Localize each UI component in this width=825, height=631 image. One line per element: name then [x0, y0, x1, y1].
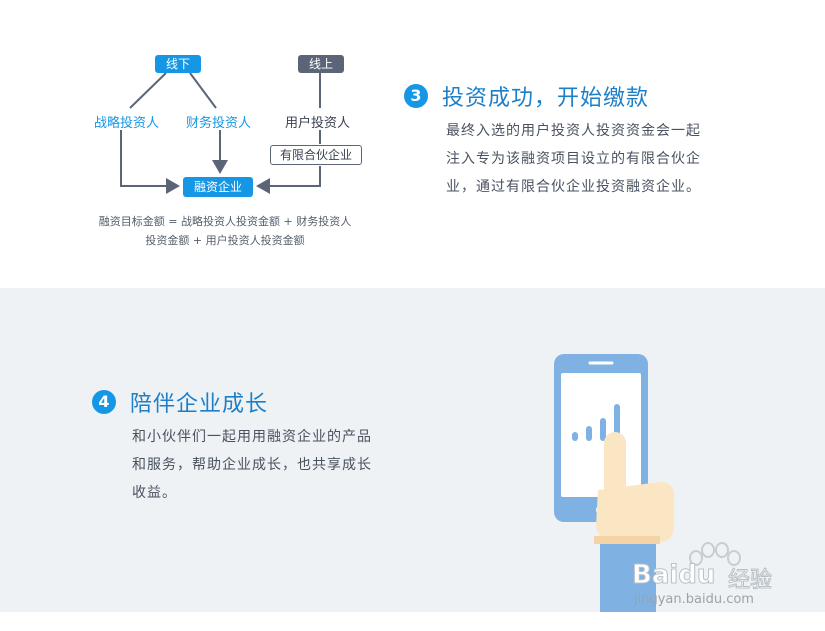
step3-heading: 3 投资成功，开始缴款: [404, 80, 649, 112]
sleeve-shape: [600, 540, 656, 612]
hand-palm: [596, 482, 674, 542]
signal-bar-4: [614, 404, 620, 441]
financing-company-box: 融资企业: [183, 177, 253, 197]
connector-strategic-company: [120, 130, 180, 194]
step4-description: 和小伙伴们一起用用融资企业的产品 和服务，帮助企业成长，也共享成长 收益。: [132, 423, 372, 507]
step4-number-badge: 4: [92, 390, 116, 414]
bottom-section: [0, 288, 825, 612]
connector-offline-strategic: [129, 72, 167, 109]
signal-bar-3: [600, 418, 606, 441]
step3-desc-line: 注入专为该融资项目设立的有限合伙企: [446, 151, 701, 167]
step3-description: 最终入选的用户投资人投资资金会一起 注入专为该融资项目设立的有限合伙企 业，通过…: [446, 117, 701, 201]
paw-logo-icon: [689, 542, 741, 566]
limited-partnership-box: 有限合伙企业: [270, 145, 362, 165]
bottom-strip: [0, 612, 825, 631]
step4-heading: 4 陪伴企业成长: [92, 386, 268, 418]
formula-line-2: 投资金额 + 用户投资人投资金额: [145, 234, 305, 247]
funding-formula: 融资目标金额 = 战略投资人投资金额 + 财务投资人 投资金额 + 用户投资人投…: [80, 212, 370, 250]
investment-flow-diagram: 线下 线上 战略投资人 财务投资人 用户投资人 有限合伙企业 融资企业 融资目标…: [0, 0, 420, 288]
signal-bar-1: [572, 432, 578, 441]
formula-line-1: 融资目标金额 = 战略投资人投资金额 + 财务投资人: [98, 215, 352, 228]
user-investor-label: 用户投资人: [285, 116, 351, 131]
step3-title: 投资成功，开始缴款: [442, 86, 650, 111]
step4-desc-line: 和服务，帮助企业成长，也共享成长: [132, 457, 372, 473]
step3-desc-line: 业，通过有限合伙企业投资融资企业。: [446, 179, 701, 195]
hand-cuff: [594, 536, 660, 544]
offline-badge: 线下: [155, 55, 201, 73]
top-section: [0, 0, 825, 288]
step4-title: 陪伴企业成长: [130, 392, 269, 417]
connector-partnership-company: [256, 166, 321, 194]
flow-connectors: [120, 72, 321, 194]
strategic-investor-label: 战略投资人: [94, 116, 160, 131]
watermark-suffix: 经验: [727, 568, 773, 594]
watermark-brand: Baidu: [631, 560, 716, 591]
watermark-url: jingyan.baidu.com: [634, 592, 754, 607]
step3-desc-line: 最终入选的用户投资人投资资金会一起: [446, 123, 701, 139]
step3-number-badge: 3: [404, 84, 428, 108]
financial-investor-label: 财务投资人: [186, 116, 252, 131]
baidu-watermark: Baidu 经验 jingyan.baidu.com: [631, 540, 822, 610]
signal-bar-2: [586, 426, 592, 441]
connector-offline-financial: [189, 72, 217, 109]
online-badge: 线上: [298, 55, 344, 73]
phone-illustration: [554, 354, 674, 612]
step4-desc-line: 收益。: [132, 485, 177, 501]
step4-desc-line: 和小伙伴们一起用用融资企业的产品: [132, 429, 372, 445]
